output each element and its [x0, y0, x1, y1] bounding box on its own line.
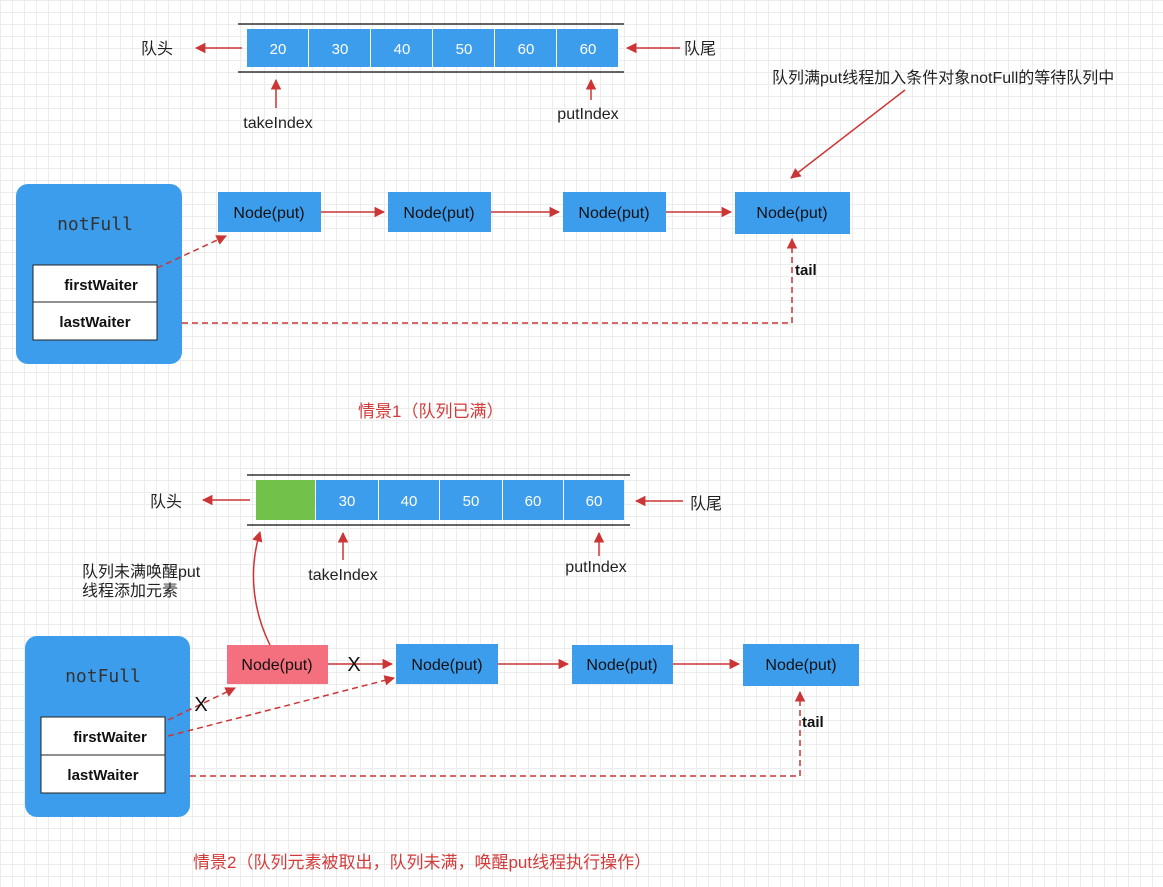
first-waiter-field: firstWaiter	[73, 729, 147, 746]
wait-node	[218, 192, 321, 232]
scenario-2-note-line-2: 线程添加元素	[82, 582, 178, 600]
removed-node-label: Node(put)	[241, 657, 312, 674]
take-index-label: takeIndex	[243, 115, 312, 132]
tail-label: tail	[802, 714, 824, 731]
wait-node-label: Node(put)	[765, 657, 836, 674]
condition-title: notFull	[57, 214, 133, 235]
wait-node-label: Node(put)	[403, 205, 474, 222]
taken-slot	[256, 480, 315, 520]
wait-node	[563, 192, 666, 232]
last-waiter-field: lastWaiter	[67, 767, 138, 784]
wait-node	[735, 192, 850, 234]
queue-cell-value: 60	[586, 493, 603, 510]
wait-node-label: Node(put)	[756, 205, 827, 222]
queue-tail-label: 队尾	[690, 495, 722, 513]
queue-cell-value: 30	[332, 41, 349, 58]
condition-notfull-2: notFull firstWaiter lastWaiter	[25, 636, 190, 817]
take-index-label: takeIndex	[308, 567, 377, 584]
first-waiter-field: firstWaiter	[64, 277, 138, 294]
queue-array-1: 20 30 40 50 60 60	[238, 23, 624, 73]
scenario-2-caption: 情景2（队列元素被取出，队列未满，唤醒put线程执行操作）	[193, 853, 651, 872]
first-waiter-pointer	[167, 675, 396, 737]
queue-cell	[503, 480, 563, 520]
queue-cell-value: 50	[463, 493, 480, 510]
queue-cell-value: 20	[270, 41, 287, 58]
last-waiter-field: lastWaiter	[59, 314, 130, 331]
last-waiter-pointer	[190, 690, 806, 777]
queue-tail-label: 队尾	[684, 40, 716, 58]
queue-head-label: 队头	[141, 40, 173, 58]
scenario-1-note: 队列满put线程加入条件对象notFull的等待队列中	[772, 69, 1114, 87]
queue-cell-value: 40	[401, 493, 418, 510]
scenario-2-note-line-1: 队列未满唤醒put	[82, 563, 201, 581]
queue-cell	[557, 29, 618, 67]
condition-title: notFull	[65, 666, 141, 687]
queue-cell	[379, 480, 439, 520]
queue-cell	[440, 480, 502, 520]
queue-cell-value: 50	[456, 41, 473, 58]
queue-cell	[316, 480, 378, 520]
wait-node	[396, 644, 498, 684]
queue-cell	[247, 29, 308, 67]
queue-cell-value: 30	[339, 493, 356, 510]
wait-node-label: Node(put)	[586, 657, 657, 674]
scenario-1: 20 30 40 50 60 60 队头 队尾 takeIndex putInd…	[16, 23, 1114, 421]
wait-node-label: Node(put)	[411, 657, 482, 674]
put-index-label: putIndex	[565, 559, 626, 576]
wait-node	[572, 645, 673, 684]
queue-cell	[309, 29, 370, 67]
queue-cell	[371, 29, 432, 67]
wakeup-arrow	[252, 530, 271, 646]
scenario-2: 30 40 50 60 60 队头 队尾 takeIndex putIndex …	[25, 474, 859, 872]
queue-cell-value: 60	[518, 41, 535, 58]
queue-array-2: 30 40 50 60 60	[247, 474, 630, 526]
removed-node	[227, 645, 328, 684]
first-waiter-pointer	[156, 235, 227, 269]
queue-head-label: 队头	[150, 493, 182, 511]
queue-cell-value: 40	[394, 41, 411, 58]
wait-node	[743, 644, 859, 686]
last-waiter-pointer	[182, 237, 798, 324]
wait-node	[388, 192, 491, 232]
queue-cell	[495, 29, 556, 67]
wait-node-label: Node(put)	[578, 205, 649, 222]
tail-label: tail	[795, 262, 817, 279]
cut-link-mark: X	[347, 654, 360, 676]
queue-cell-value: 60	[525, 493, 542, 510]
queue-cell	[433, 29, 494, 67]
wait-node-label: Node(put)	[233, 205, 304, 222]
queue-cell	[564, 480, 624, 520]
scenario-1-caption: 情景1（队列已满）	[358, 402, 503, 421]
old-first-waiter-pointer	[167, 687, 236, 721]
cut-pointer-mark: X	[194, 694, 207, 716]
queue-cell-value: 60	[580, 41, 597, 58]
put-index-label: putIndex	[557, 106, 618, 123]
note-arrow	[790, 89, 906, 179]
condition-notfull-1: notFull firstWaiter lastWaiter	[16, 184, 182, 364]
